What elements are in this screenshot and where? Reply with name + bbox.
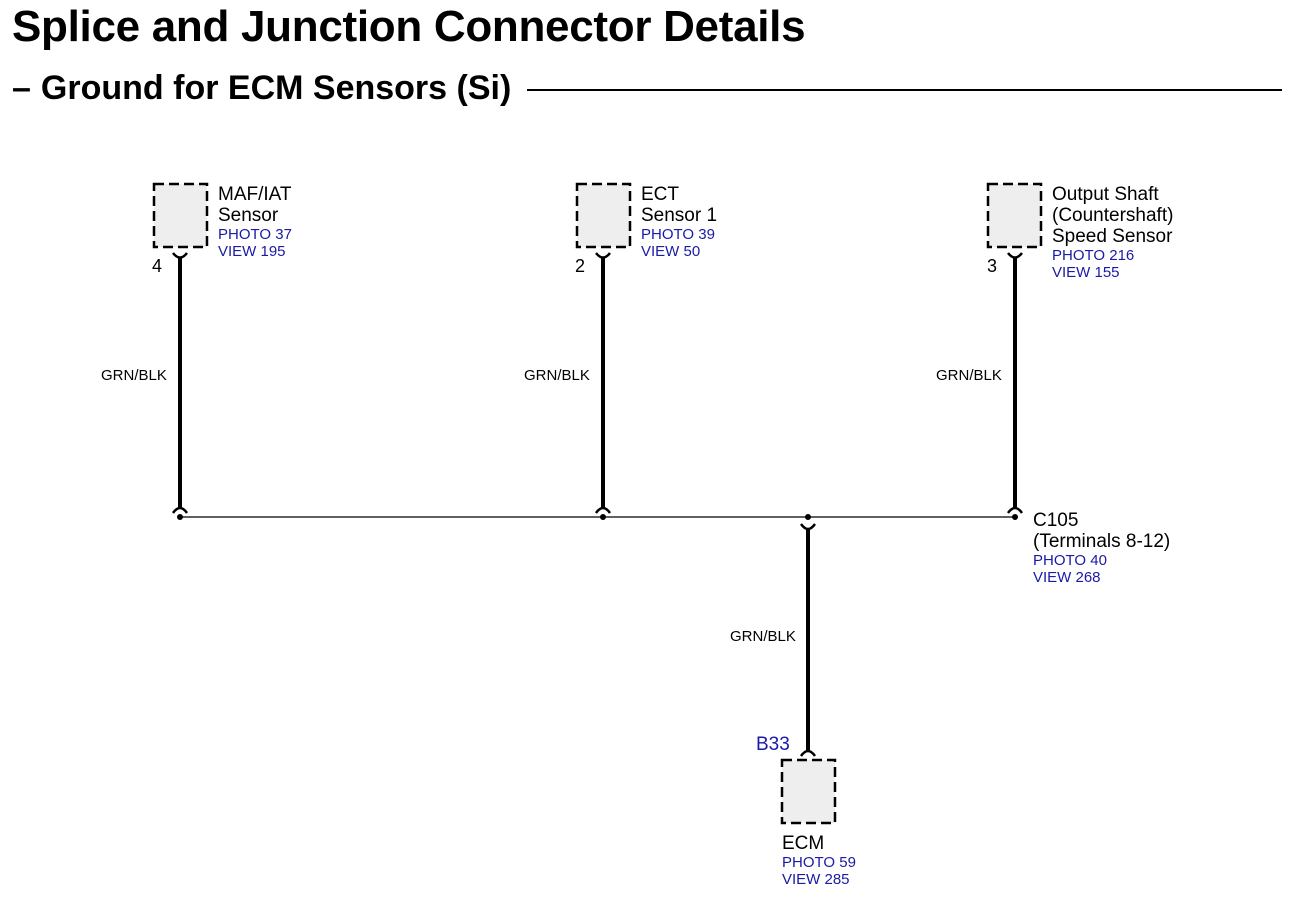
ect-pin-number: 2 <box>575 256 586 276</box>
output-shaft-name-line1: Output Shaft <box>1052 184 1159 205</box>
maf-iat-pin-number: 4 <box>152 256 163 276</box>
output-shaft-photo-link[interactable]: PHOTO 216 <box>1052 247 1135 264</box>
ecm-box[interactable] <box>780 758 837 825</box>
junction-name-line1: C105 <box>1033 510 1079 531</box>
ect-photo-link[interactable]: PHOTO 39 <box>641 226 715 243</box>
output-shaft-view-link[interactable]: VIEW 155 <box>1052 264 1120 281</box>
ect-name-line2: Sensor 1 <box>641 205 718 226</box>
ecm-name: ECM <box>782 833 825 854</box>
maf-iat-sensor-box[interactable] <box>152 182 209 249</box>
maf-iat-wire-color: GRN/BLK <box>101 367 167 384</box>
terminal-hook-output-shaft <box>1007 252 1023 259</box>
junction-hook-output-shaft <box>1006 506 1024 514</box>
junction-photo-link[interactable]: PHOTO 40 <box>1033 552 1107 569</box>
output-shaft-wire-color: GRN/BLK <box>936 367 1002 384</box>
ecm-connector-id[interactable]: B33 <box>756 734 790 755</box>
maf-iat-photo-link[interactable]: PHOTO 37 <box>218 226 292 243</box>
ect-view-link[interactable]: VIEW 50 <box>641 243 701 260</box>
output-shaft-pin-number: 3 <box>987 256 998 276</box>
section-rule <box>527 89 1282 91</box>
output-shaft-name-line2: (Countershaft) <box>1052 205 1174 226</box>
ecm-view-link[interactable]: VIEW 285 <box>782 871 850 888</box>
ecm-wire-color: GRN/BLK <box>730 628 796 645</box>
junction-hook-ect <box>594 506 612 514</box>
output-shaft-sensor-box[interactable] <box>986 182 1043 249</box>
junction-dot-ect <box>600 514 606 520</box>
section-title: Ground for ECM Sensors (Si) <box>40 68 512 107</box>
ecm-photo-link[interactable]: PHOTO 59 <box>782 854 856 871</box>
junction-dot-output-shaft <box>1012 514 1018 520</box>
terminal-hook-maf-iat <box>172 252 188 259</box>
output-shaft-name-line3: Speed Sensor <box>1052 226 1173 247</box>
junction-dot-ecm <box>805 514 811 520</box>
section-header: – Ground for ECM Sensors (Si) <box>12 66 1282 110</box>
ect-sensor-box[interactable] <box>575 182 632 249</box>
terminal-hook-ect <box>595 252 611 259</box>
junction-hook-maf-iat <box>171 506 189 514</box>
junction-hook-ecm <box>799 523 817 531</box>
ect-wire-color: GRN/BLK <box>524 367 590 384</box>
terminal-hook-ecm <box>799 749 817 757</box>
junction-dot-maf-iat <box>177 514 183 520</box>
maf-iat-name-line1: MAF/IAT <box>218 184 292 205</box>
maf-iat-name-line2: Sensor <box>218 205 279 226</box>
maf-iat-view-link[interactable]: VIEW 195 <box>218 243 286 260</box>
page-title: Splice and Junction Connector Details <box>12 2 806 51</box>
ect-name-line1: ECT <box>641 184 679 205</box>
junction-name-line2: (Terminals 8-12) <box>1033 531 1171 552</box>
junction-view-link[interactable]: VIEW 268 <box>1033 569 1101 586</box>
section-dash: – <box>12 68 31 107</box>
